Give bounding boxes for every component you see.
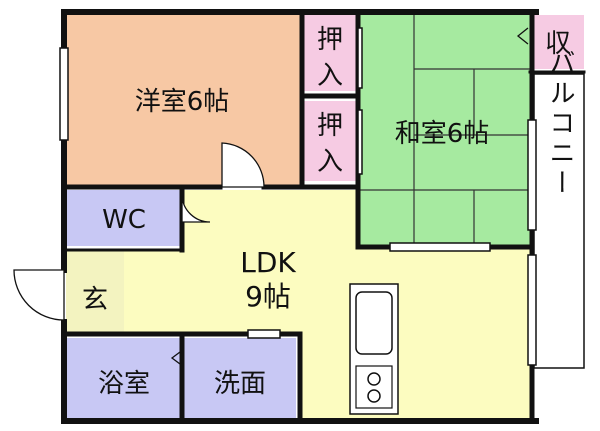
doors xyxy=(13,27,529,365)
label-western-room: 洋室6帖 xyxy=(135,87,230,117)
label-storage: 収 xyxy=(545,29,571,59)
label-wc: WC xyxy=(102,205,146,235)
storage-area xyxy=(532,15,584,69)
windows xyxy=(59,27,537,366)
room-western xyxy=(66,15,302,185)
kitchen-counter xyxy=(349,283,399,415)
sink-icon xyxy=(355,291,393,355)
entrance-door-swing xyxy=(13,269,65,321)
bath-door-mark xyxy=(170,351,181,365)
closet-lower xyxy=(302,101,358,181)
label-japanese-room: 和室6帖 xyxy=(395,119,490,149)
label-closet-upper-top: 押 xyxy=(317,25,343,55)
label-balcony: バルコニー xyxy=(545,49,575,199)
label-washroom: 洗面 xyxy=(214,369,266,399)
closet-upper xyxy=(302,15,358,91)
label-entrance: 玄 xyxy=(82,285,108,315)
entrance-floor xyxy=(66,250,124,332)
storage-door-mark xyxy=(516,27,529,45)
western-door-swing xyxy=(221,142,265,188)
label-ldk: LDK xyxy=(240,246,296,279)
room-washroom xyxy=(184,338,296,418)
wc-door-swing xyxy=(181,195,211,223)
room-bath xyxy=(66,338,180,418)
label-closet-upper-bottom: 入 xyxy=(317,61,343,91)
label-closet-lower-bottom: 入 xyxy=(317,147,343,177)
room-wc xyxy=(66,190,182,246)
label-ldk-size: 9帖 xyxy=(245,280,291,313)
tatami-lines xyxy=(360,15,532,245)
room-japanese xyxy=(360,15,532,245)
label-closet-lower-top: 押 xyxy=(317,111,343,141)
balcony-area xyxy=(533,73,585,369)
label-bath: 浴室 xyxy=(98,369,150,399)
